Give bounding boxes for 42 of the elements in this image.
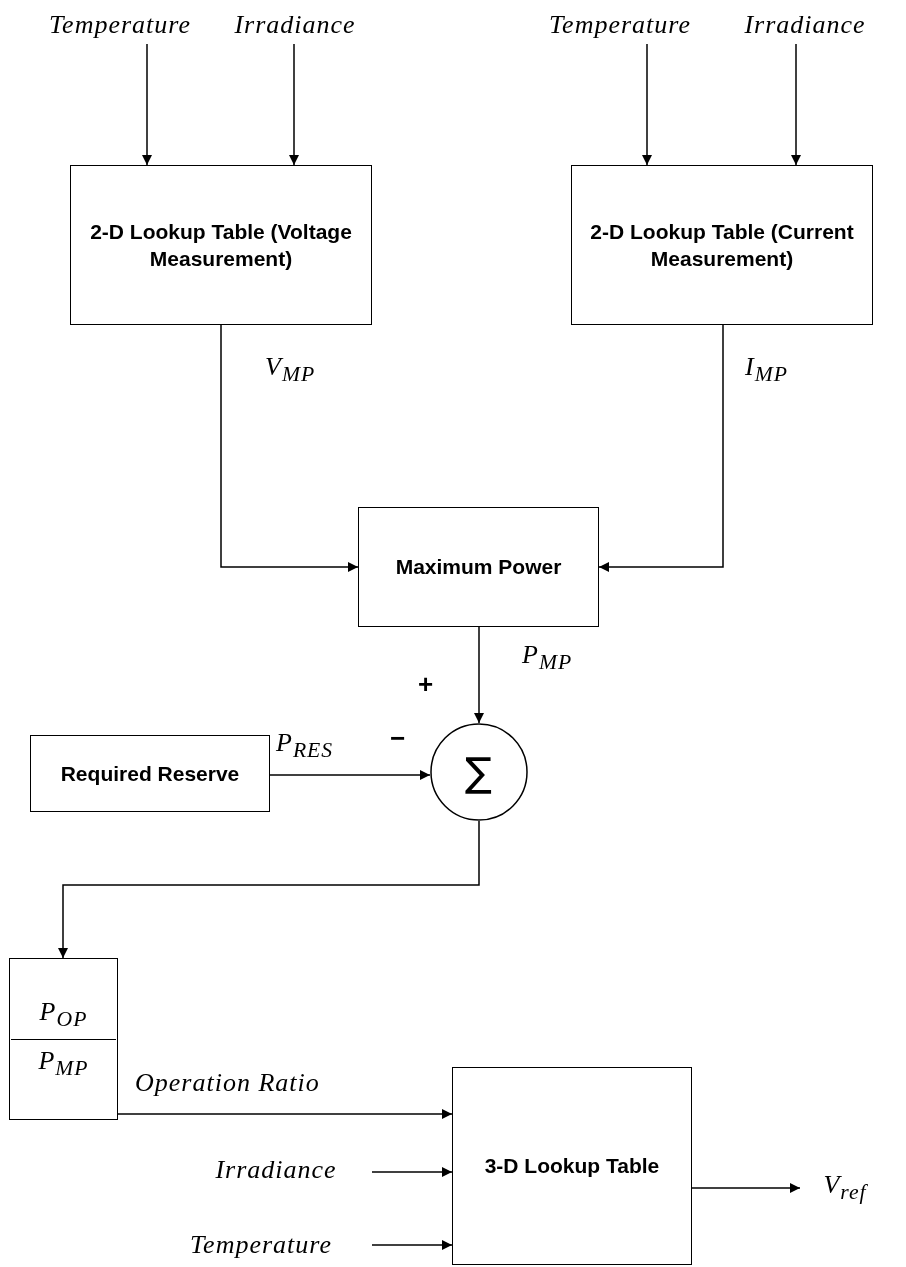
edge-label: P$_{RES}$ — [276, 728, 334, 764]
process-box — [571, 165, 873, 325]
box-label: Required Reserve — [60, 760, 240, 787]
sign-label: − — [390, 722, 406, 755]
sigma-symbol: ∑ — [465, 749, 493, 795]
input-label: Irradiance — [234, 10, 356, 40]
arrow — [474, 626, 484, 724]
input-label: Temperature — [549, 10, 691, 40]
arrow — [220, 324, 359, 572]
arrow — [58, 820, 480, 959]
arrow — [269, 770, 431, 780]
box-label: 3-D Lookup Table — [484, 1153, 660, 1180]
process-box — [358, 507, 599, 627]
input-label: Irradiance — [215, 1155, 337, 1185]
input-label: Temperature — [190, 1230, 332, 1260]
box-label: 2-D Lookup Table (Voltage Measurement) — [89, 218, 353, 272]
edge-label: V$_{MP}$ — [265, 352, 316, 388]
arrow — [371, 1240, 453, 1250]
arrow — [598, 324, 724, 572]
box-label: Maximum Power — [395, 554, 562, 581]
process-box — [30, 735, 270, 812]
process-box — [452, 1067, 692, 1265]
denominator: P$_{MP}$ — [37, 1044, 90, 1082]
process-box — [70, 165, 372, 325]
sign-label: + — [418, 668, 434, 701]
input-label: V$_{ref}$ — [823, 1170, 867, 1206]
edge-label: I$_{MP}$ — [745, 352, 788, 388]
ratio-box — [9, 958, 118, 1120]
summing-junction — [430, 723, 528, 821]
arrow — [642, 43, 652, 166]
input-label: Temperature — [49, 10, 191, 40]
arrow — [142, 43, 152, 166]
edge-label: P$_{MP}$ — [522, 640, 573, 676]
numerator: P$_{OP}$ — [11, 991, 116, 1040]
arrow — [691, 1183, 801, 1193]
input-label: Irradiance — [744, 10, 866, 40]
arrow — [117, 1109, 453, 1119]
arrow — [289, 43, 299, 166]
arrow — [791, 43, 801, 166]
edge-label: Operation Ratio — [135, 1068, 320, 1098]
arrow — [371, 1167, 453, 1177]
box-label: 2-D Lookup Table (Current Measurement) — [589, 218, 855, 272]
